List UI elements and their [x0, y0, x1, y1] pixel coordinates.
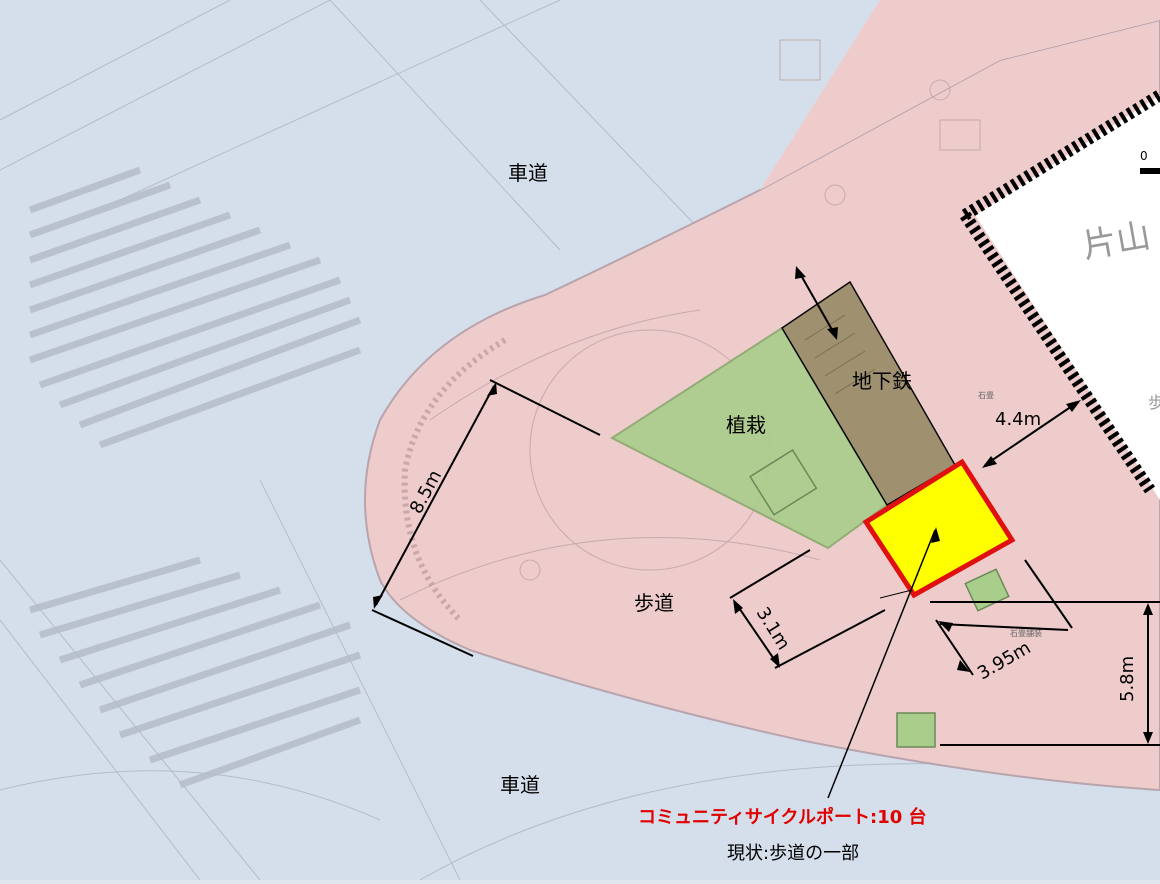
crosswalk-stripes-lower [29, 556, 362, 789]
dim-3-95m-arrow-1 [938, 621, 953, 632]
crosswalk-stripes-upper [28, 166, 362, 449]
caption-pointer-1-head [931, 527, 940, 543]
dimension-5-8m-label: 5.8m [1117, 656, 1138, 702]
planting-monument [749, 449, 818, 516]
dim-4-4m-arrow-1 [982, 456, 997, 468]
sidewalk-dotted-edge [401, 337, 507, 623]
dimension-5-8m [930, 601, 1160, 746]
subway-stairs [804, 314, 876, 395]
caption-pointer-2 [879, 589, 913, 599]
scale-zero: 0 [1140, 149, 1148, 163]
dim-8-5m-arrow-top [487, 382, 497, 396]
small-green-box-2 [896, 712, 936, 748]
dimension-4-4m [984, 401, 1079, 466]
dimension-3-95m [935, 559, 1073, 676]
planting-label: 植栽 [726, 413, 766, 437]
building-side-label: 歩 [1148, 393, 1160, 412]
building-footprint [975, 95, 1160, 500]
sidewalk-label: 歩道 [634, 591, 674, 615]
dim-5-8m-arrow-top [1143, 603, 1153, 615]
small-note-2: 石畳舗装 [1010, 628, 1042, 638]
caption-title: コミュニティサイクルポート:10 台 [638, 806, 927, 828]
plaza-drawing-lines [399, 39, 981, 601]
road-label-top: 車道 [508, 161, 548, 185]
subway-width-arrow [797, 269, 836, 336]
subway-arrow-head-2 [827, 327, 838, 340]
caption-subtitle: 現状:歩道の一部 [727, 843, 859, 864]
sidewalk-area-upper [760, 0, 1160, 190]
subway-label: 地下鉄 [852, 369, 912, 393]
dim-5-8m-arrow-bottom [1143, 732, 1153, 744]
small-green-box-1 [964, 568, 1010, 612]
dimension-4-4m-label: 4.4m [995, 409, 1041, 430]
road-label-bottom: 車道 [500, 773, 540, 797]
dim-3-95m-arrow-2 [957, 660, 970, 672]
dim-3-1m-arrow-bottom [770, 653, 780, 668]
cycle-port-area [862, 458, 1016, 599]
scale-bar [1140, 168, 1160, 174]
dim-8-5m-arrow-bottom [373, 595, 383, 609]
dimension-3-1m [729, 549, 886, 669]
dim-3-1m-arrow-top [733, 599, 743, 614]
dim-4-4m-arrow-2 [1066, 400, 1081, 412]
small-note-1: 石畳 [978, 391, 994, 400]
subway-arrow-head-1 [795, 266, 806, 279]
dimension-8-5m [371, 379, 601, 657]
building-hatched-edge-top [961, 89, 1160, 221]
caption-pointer-1 [827, 529, 936, 799]
